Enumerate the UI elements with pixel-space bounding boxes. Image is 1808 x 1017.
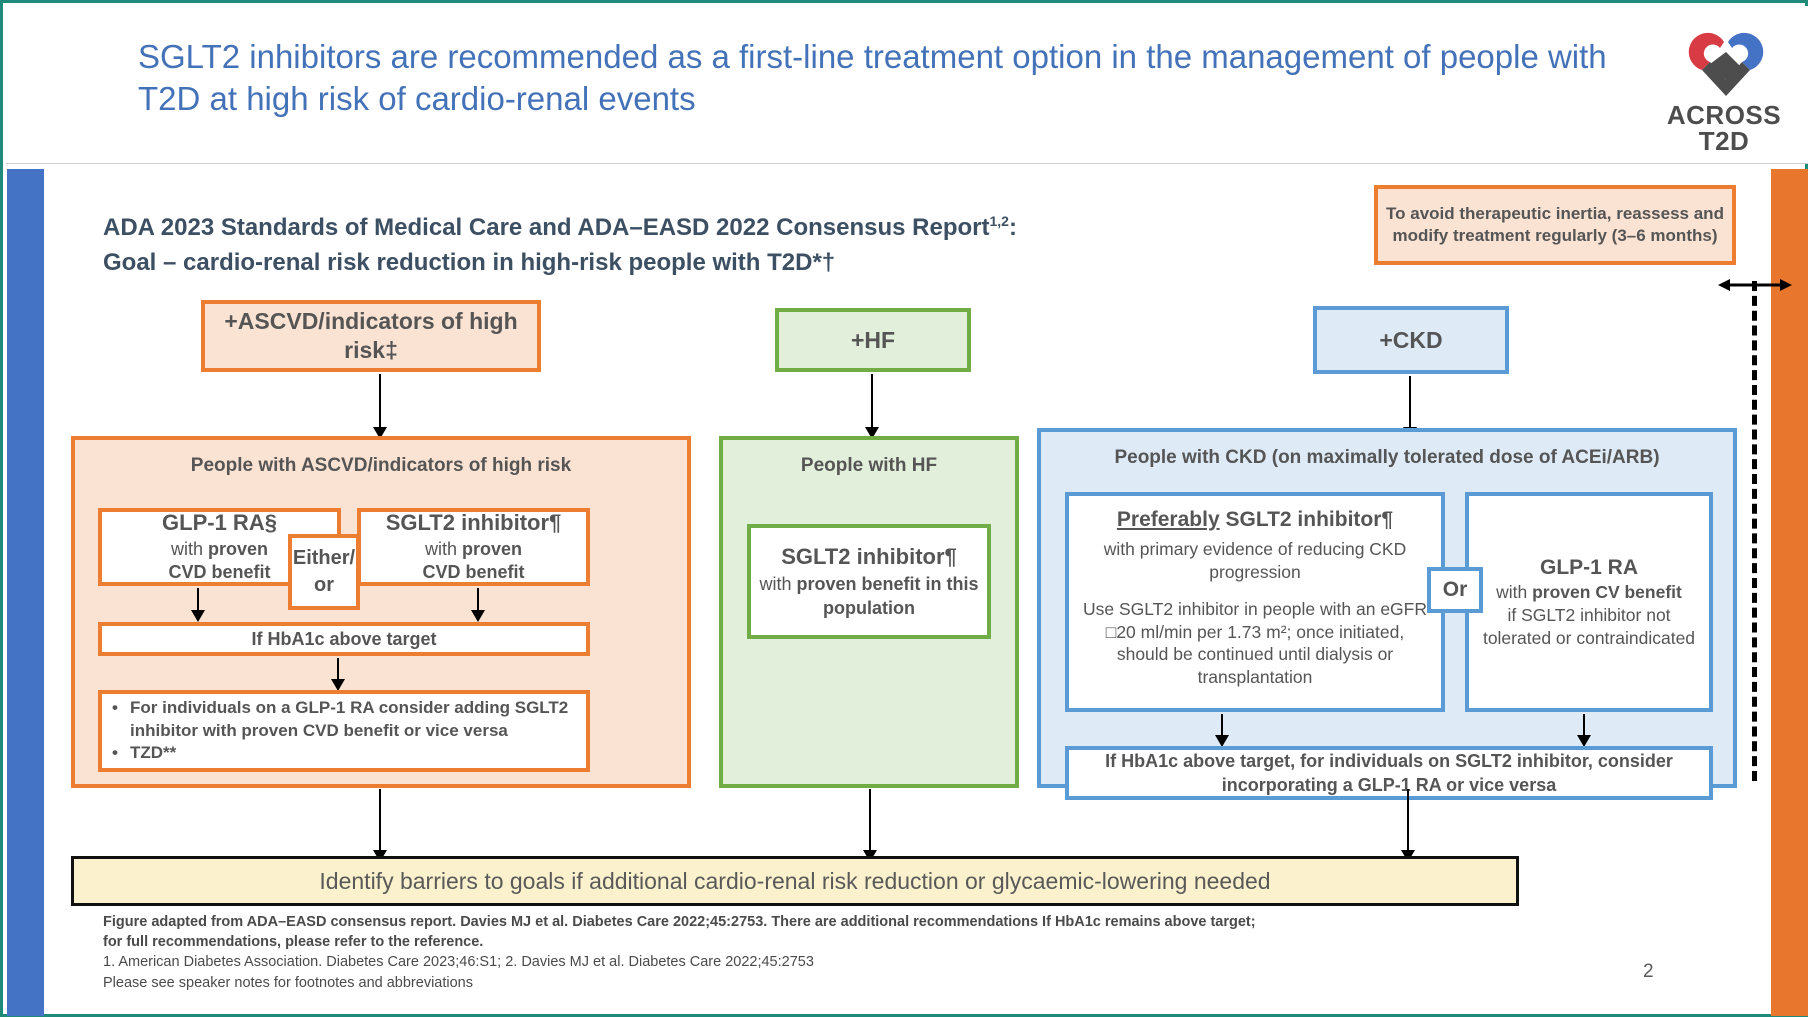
ascvd-hba1c-arrow bbox=[331, 658, 345, 691]
ascvd-glp1ra-sub1-bold: proven bbox=[208, 538, 269, 559]
section-heading-colon: : bbox=[1008, 214, 1017, 241]
ckd-panel-title-text: People with CKD (on maximally tolerated … bbox=[1114, 447, 1660, 468]
hf-to-banner-arrow bbox=[863, 789, 877, 862]
ascvd-connector-arrow bbox=[373, 374, 387, 439]
ckd-hba1c-box: If HbA1c above target, for individuals o… bbox=[1065, 746, 1713, 800]
ascvd-glp1ra-sub1-plain: with bbox=[170, 538, 208, 559]
dashed-guide-line bbox=[1752, 281, 1757, 781]
ascvd-tag-box: +ASCVD/indicators of high risk‡ bbox=[201, 300, 541, 372]
ascvd-sglt2-arrow bbox=[471, 588, 485, 622]
hf-sglt2-sub: with proven benefit in this population bbox=[759, 573, 979, 621]
ckd-tag-label: +CKD bbox=[1379, 326, 1443, 353]
ascvd-sglt2-sub1-plain: with bbox=[424, 538, 462, 559]
ckd-glp1ra-box: GLP-1 RA with proven CV benefit if SGLT2… bbox=[1465, 492, 1713, 712]
logo-word-t2d: T2D bbox=[1698, 126, 1750, 156]
ckd-or-label: Or bbox=[1442, 578, 1468, 601]
footnote-line-4: Please see speaker notes for footnotes a… bbox=[103, 975, 473, 992]
logo-word-across: ACROSS bbox=[1666, 100, 1782, 130]
hf-sglt2-sub-plain: with bbox=[759, 574, 797, 595]
ascvd-panel-title-text: People with ASCVD/indicators of high ris… bbox=[190, 455, 572, 476]
ckd-glp1ra-sub1: with proven CV benefit bbox=[1496, 581, 1682, 604]
ckd-sglt2-title-rest: SGLT2 inhibitor¶ bbox=[1219, 508, 1394, 531]
ckd-panel-title: People with CKD (on maximally tolerated … bbox=[1041, 446, 1733, 471]
ascvd-hba1c-box: If HbA1c above target bbox=[98, 622, 590, 656]
ckd-glp1ra-sub1-plain: with bbox=[1496, 582, 1533, 603]
ascvd-to-banner-arrow bbox=[373, 789, 387, 862]
ckd-sglt2-title: Preferably SGLT2 inhibitor¶ bbox=[1117, 506, 1393, 533]
ascvd-either-or-connector: Either/ or bbox=[288, 534, 360, 610]
bullet-glyph: • bbox=[112, 743, 118, 763]
ckd-glp1ra-sub1-bold: proven CV benefit bbox=[1532, 582, 1682, 603]
ascvd-bullets-box: • For individuals on a GLP-1 RA consider… bbox=[98, 690, 590, 772]
list-item: • TZD** bbox=[112, 742, 176, 765]
footnotes: Figure adapted from ADA–EASD consensus r… bbox=[103, 913, 1503, 994]
footnote-line-3: 1. American Diabetes Association. Diabet… bbox=[103, 954, 814, 971]
ckd-glp1ra-title: GLP-1 RA bbox=[1539, 555, 1638, 579]
slide-header: SGLT2 inhibitors are recommended as a fi… bbox=[6, 6, 1808, 164]
section-heading-line2: Goal – cardio-renal risk reduction in hi… bbox=[103, 248, 836, 276]
hf-tag-label: +HF bbox=[850, 326, 896, 353]
ascvd-glp1ra-sub1: with proven bbox=[171, 538, 268, 561]
ckd-hba1c-label: If HbA1c above target, for individuals o… bbox=[1105, 750, 1673, 795]
section-heading-line1: ADA 2023 Standards of Medical Care and A… bbox=[103, 214, 990, 241]
left-accent-bar bbox=[7, 169, 44, 1016]
right-accent-bar bbox=[1771, 169, 1808, 1016]
hf-sglt2-box: SGLT2 inhibitor¶ with proven benefit in … bbox=[747, 524, 991, 639]
ckd-sglt2-preferably: Preferably bbox=[1116, 508, 1220, 531]
ascvd-glp1ra-sub2: CVD benefit bbox=[168, 562, 271, 583]
hf-sglt2-title: SGLT2 inhibitor¶ bbox=[781, 543, 957, 569]
bullet-glyph: • bbox=[112, 698, 118, 718]
ascvd-either-or-label: Either/ or bbox=[292, 547, 356, 596]
ckd-panel: People with CKD (on maximally tolerated … bbox=[1037, 428, 1737, 800]
hf-panel-title: People with HF bbox=[723, 454, 1015, 479]
therapeutic-inertia-callout: To avoid therapeutic inertia, reassess a… bbox=[1374, 185, 1736, 265]
hf-tag-box: +HF bbox=[775, 308, 971, 372]
ascvd-hba1c-label: If HbA1c above target bbox=[251, 628, 437, 649]
ascvd-bullet-2: TZD** bbox=[130, 743, 177, 763]
hf-sglt2-sub-bold: proven benefit in this population bbox=[796, 574, 979, 619]
hf-panel-title-text: People with HF bbox=[800, 455, 938, 476]
ckd-sglt2-para1: with primary evidence of reducing CKD pr… bbox=[1103, 539, 1407, 583]
ckd-glp1ra-sub2: if SGLT2 inhibitor not tolerated or cont… bbox=[1482, 605, 1696, 649]
hf-connector-arrow bbox=[865, 374, 879, 439]
identify-barriers-banner: Identify barriers to goals if additional… bbox=[71, 856, 1519, 906]
ascvd-sglt2-sub1-bold: proven bbox=[462, 538, 523, 559]
hf-panel: People with HF SGLT2 inhibitor¶ with pro… bbox=[719, 436, 1019, 788]
page-title: SGLT2 inhibitors are recommended as a fi… bbox=[138, 38, 1607, 117]
ascvd-glp1ra-title: GLP-1 RA§ bbox=[162, 510, 277, 536]
ckd-sglt2-box: Preferably SGLT2 inhibitor¶ with primary… bbox=[1065, 492, 1445, 712]
ckd-to-banner-arrow bbox=[1401, 789, 1415, 862]
section-heading-refs: 1,2 bbox=[989, 213, 1009, 229]
heart-logo-icon bbox=[1688, 32, 1764, 96]
ascvd-bullet-1: For individuals on a GLP-1 RA consider a… bbox=[130, 698, 569, 740]
ckd-connector-arrow bbox=[1403, 376, 1417, 439]
ascvd-panel-title: People with ASCVD/indicators of high ris… bbox=[75, 454, 687, 479]
footnote-line-2: for full recommendations, please refer t… bbox=[103, 933, 484, 950]
ascvd-panel: People with ASCVD/indicators of high ris… bbox=[71, 436, 691, 788]
footnote-line-1: Figure adapted from ADA–EASD consensus r… bbox=[103, 914, 1256, 930]
across-t2d-logo: ACROSS T2D bbox=[1654, 22, 1794, 156]
ckd-tag-box: +CKD bbox=[1313, 306, 1509, 374]
ckd-or-connector: Or bbox=[1427, 567, 1483, 613]
page-number: 2 bbox=[1643, 961, 1654, 982]
ckd-sglt2-para2: Use SGLT2 inhibitor in people with an eG… bbox=[1082, 598, 1427, 688]
ascvd-sglt2-sub1: with proven bbox=[425, 538, 522, 561]
section-heading: ADA 2023 Standards of Medical Care and A… bbox=[103, 211, 1353, 281]
ckd-sglt2-down-arrow bbox=[1215, 714, 1229, 747]
ascvd-glp1ra-arrow bbox=[191, 588, 205, 622]
ckd-glp1ra-down-arrow bbox=[1577, 714, 1591, 747]
ascvd-sglt2-box: SGLT2 inhibitor¶ with proven CVD benefit bbox=[357, 508, 590, 586]
list-item: • For individuals on a GLP-1 RA consider… bbox=[112, 697, 576, 742]
ascvd-sglt2-title: SGLT2 inhibitor¶ bbox=[385, 510, 562, 536]
ascvd-tag-label: +ASCVD/indicators of high risk‡ bbox=[224, 308, 518, 363]
ascvd-sglt2-sub2: CVD benefit bbox=[422, 562, 525, 583]
